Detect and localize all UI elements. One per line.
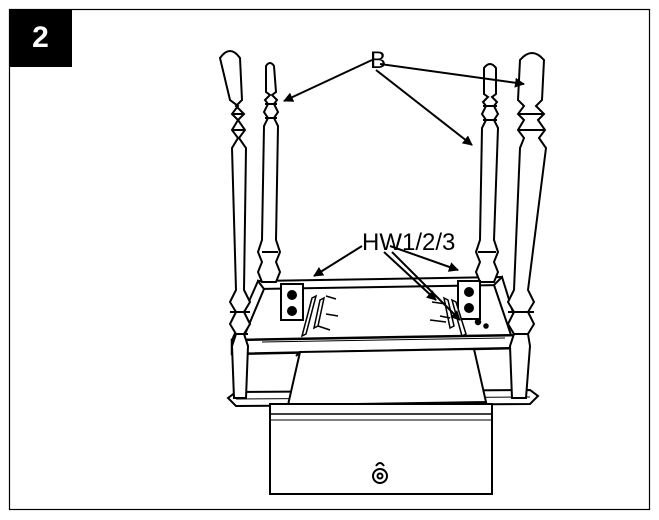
callout-arrows-b [283,59,525,146]
label-leg-b: B [370,47,386,74]
leg-front-right [506,52,548,399]
leg-back-right [474,63,500,283]
leg-back-left [256,62,282,283]
step-number-badge: 2 [9,9,72,67]
leg-front-left [218,50,252,399]
label-hardware: HW1/2/3 [362,229,455,256]
callout-arrows-hw [313,245,461,321]
corner-bracket-left [280,283,304,321]
corner-bracket-right [457,280,481,320]
panel-border [8,8,651,511]
drawer [269,347,493,495]
drawer-knob-icon [372,462,388,484]
